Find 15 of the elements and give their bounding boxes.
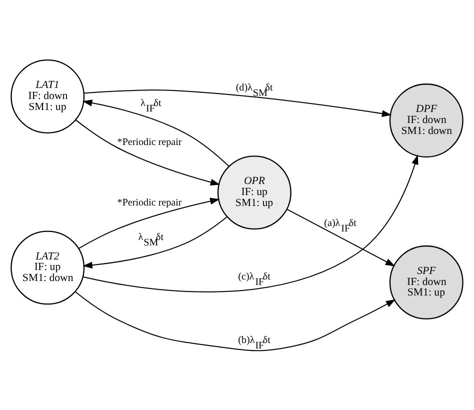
arrow [76, 119, 220, 186]
arrow [82, 216, 228, 268]
node-circle: OPR IF: up SM1: up [217, 155, 292, 230]
arrow [286, 208, 396, 266]
edge-label: *Periodic repair [117, 136, 182, 148]
edge-label: *Periodic repair [117, 196, 182, 208]
arrow [74, 290, 396, 351]
arrow [82, 154, 418, 292]
arrow [84, 88, 392, 116]
node-circle: SPF IF: down SM1: up [389, 244, 464, 319]
arrow [78, 197, 220, 248]
node-circle: LAT2 IF: up SM1: down [10, 230, 85, 304]
node-circle: LAT1 IF: down SM1: up [10, 59, 85, 133]
node-circle: DPF IF: down SM1: down [389, 83, 464, 157]
arrow [82, 99, 230, 166]
